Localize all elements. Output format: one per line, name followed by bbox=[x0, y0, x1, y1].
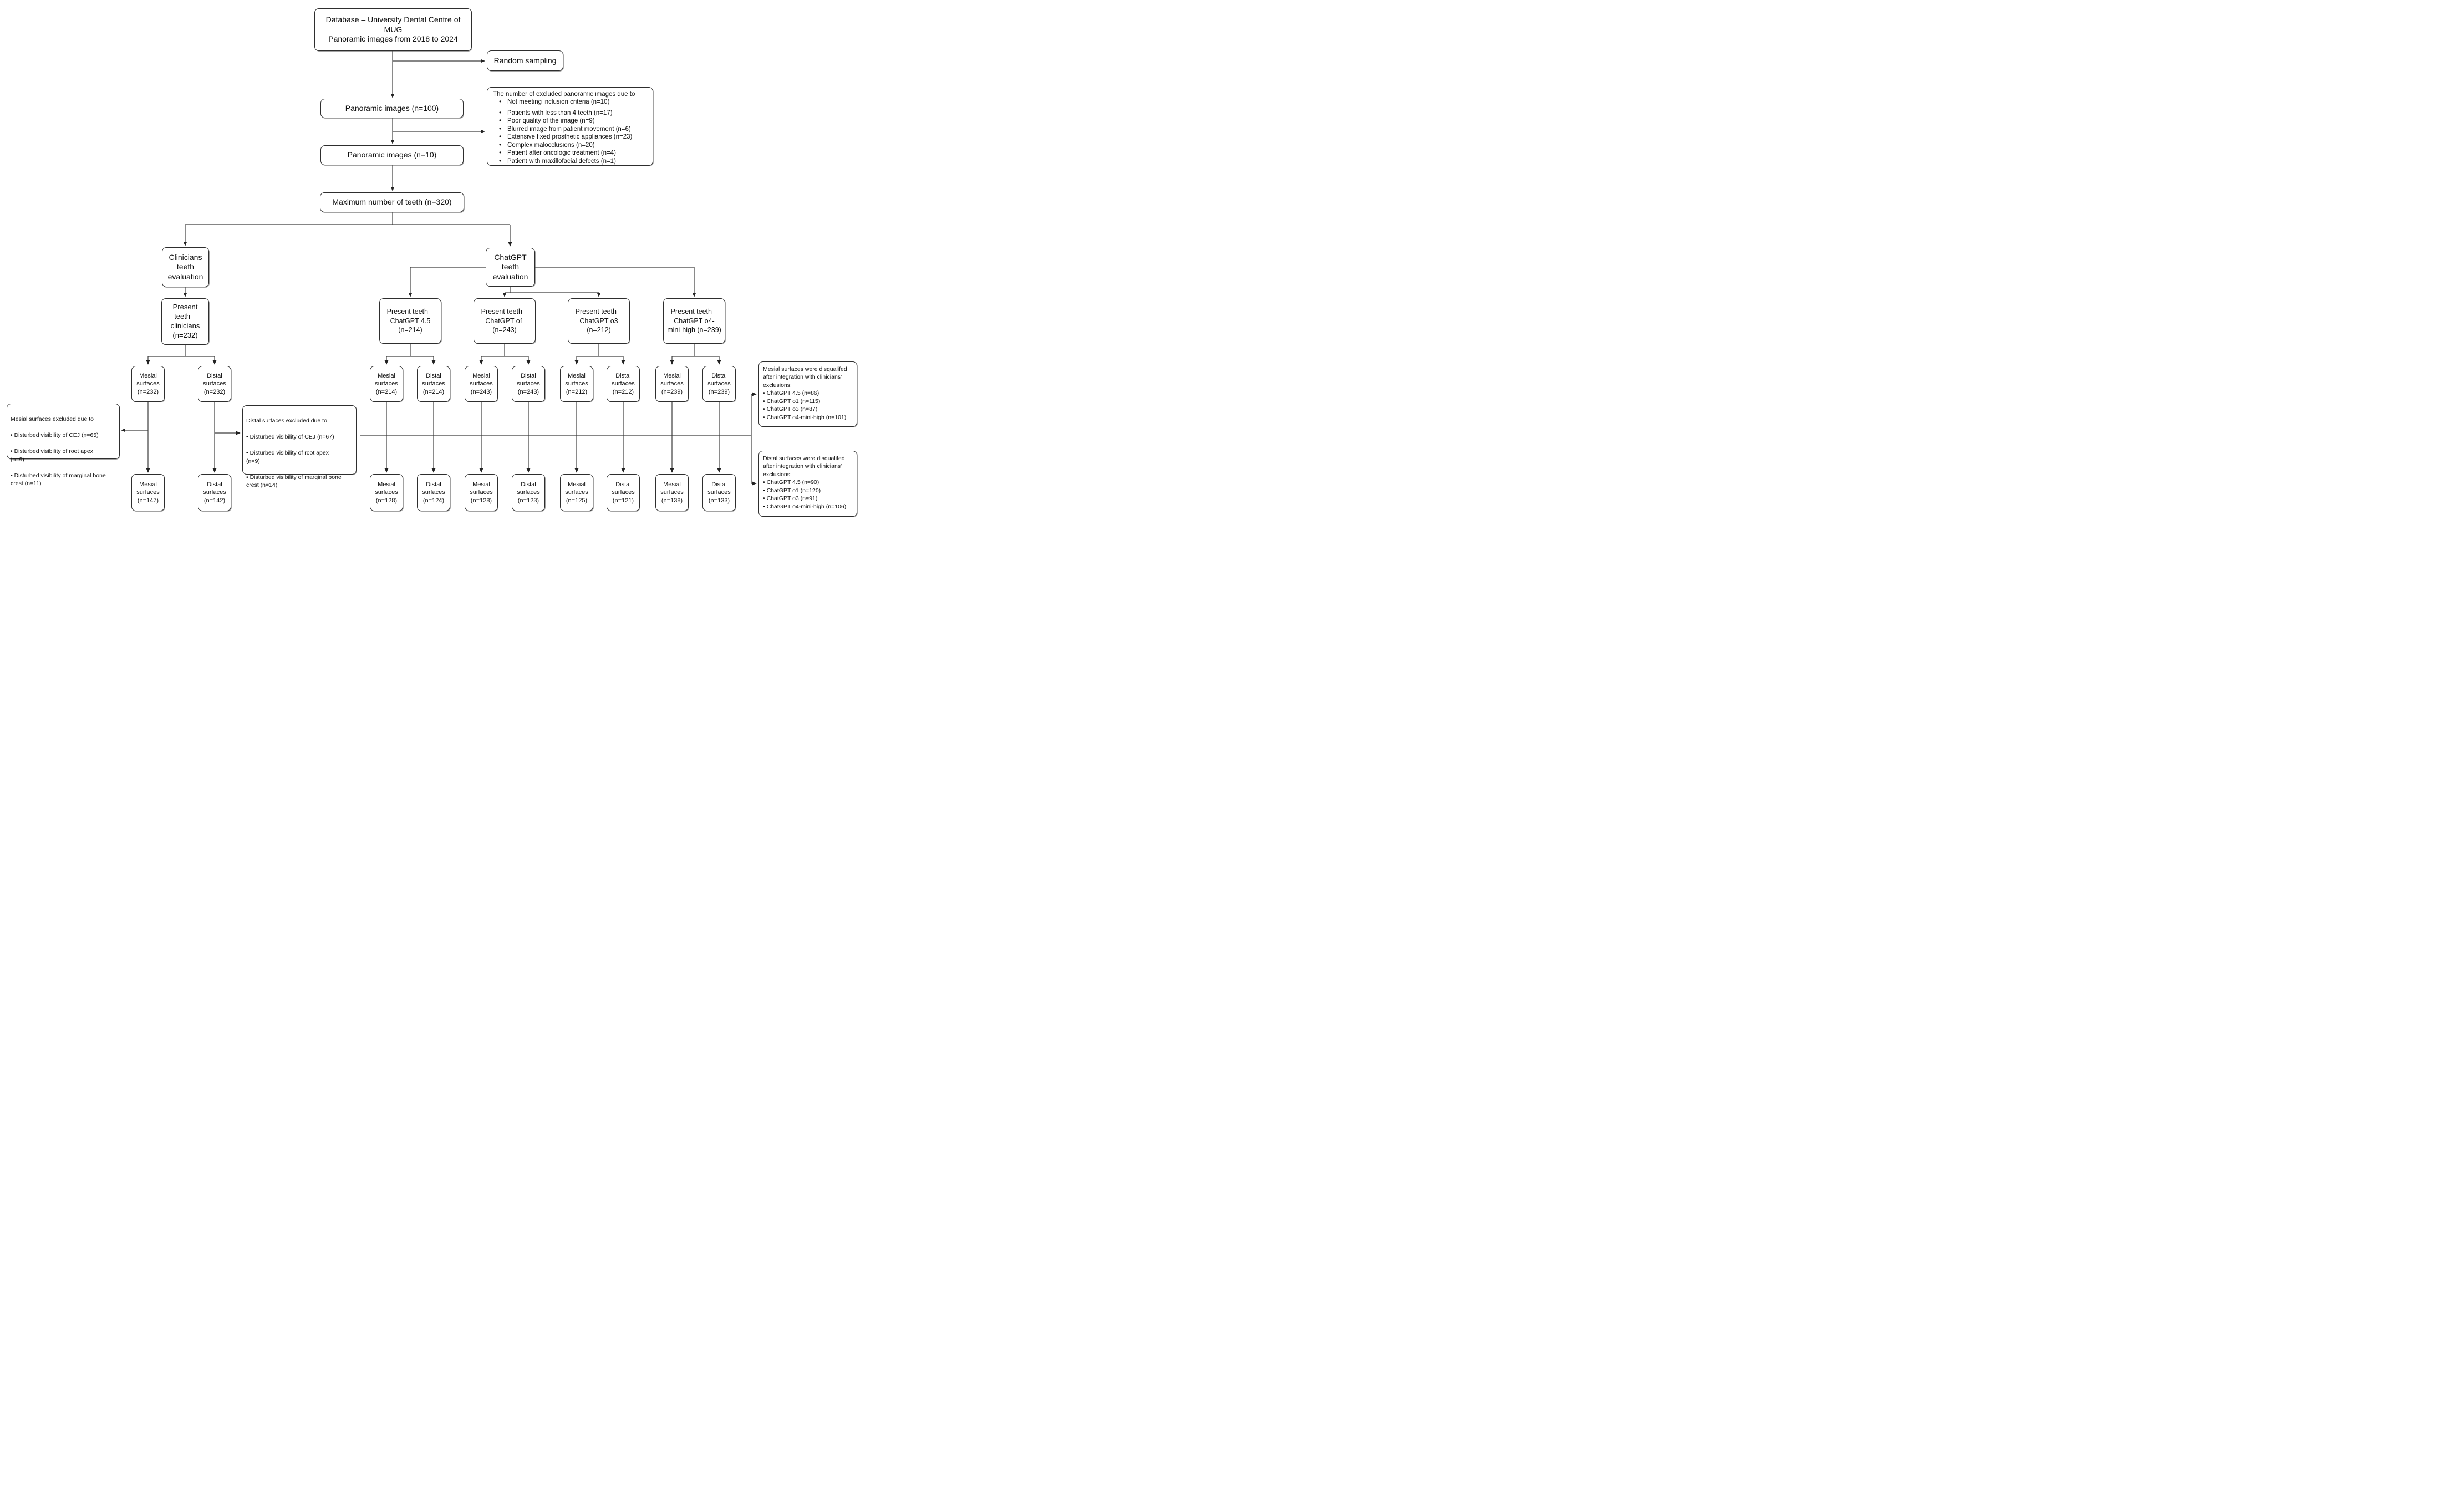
chatgpt-o4-distal-final-box: Distal surfaces (n=133) bbox=[702, 474, 736, 511]
distal-disqualified-item: ChatGPT o1 (n=120) bbox=[763, 487, 853, 495]
mesial-excluded-header: Mesial surfaces excluded due to bbox=[11, 416, 94, 423]
distal-disqualified-item: ChatGPT o3 (n=91) bbox=[763, 495, 853, 502]
distal-excluded-item: Disturbed visibility of CEJ (n=67) bbox=[246, 433, 353, 441]
present-teeth-chatgpt45-box: Present teeth – ChatGPT 4.5 (n=214) bbox=[379, 298, 441, 344]
mesial-disqualified-item: ChatGPT o1 (n=115) bbox=[763, 398, 853, 405]
excluded-item: Patient with maxillofacial defects (n=1) bbox=[493, 157, 647, 166]
mesial-disqualified-box: Mesial surfaces were disqualifed after i… bbox=[758, 361, 857, 427]
connector-model1-split bbox=[386, 344, 434, 357]
present-teeth-chatgpt-o3-box: Present teeth – ChatGPT o3 (n=212) bbox=[568, 298, 630, 344]
connector-maxteeth-split bbox=[185, 212, 510, 225]
excluded-item: Poor quality of the image (n=9) bbox=[493, 117, 647, 125]
clinicians-distal-surfaces-box: Distal surfaces (n=232) bbox=[198, 366, 231, 402]
clinicians-mesial-final-box: Mesial surfaces (n=147) bbox=[131, 474, 165, 511]
chatgpt45-mesial-final-box: Mesial surfaces (n=128) bbox=[370, 474, 403, 511]
flow-connectors bbox=[121, 51, 757, 486]
chatgpt-o3-distal-final-box: Distal surfaces (n=121) bbox=[607, 474, 640, 511]
connector-chatgpt-to-model4 bbox=[535, 267, 696, 297]
chatgpt-o3-mesial-surfaces-box: Mesial surfaces (n=212) bbox=[560, 366, 593, 402]
panoramic-images-100-box: Panoramic images (n=100) bbox=[320, 99, 464, 118]
distal-excluded-box: Distal surfaces excluded due to Disturbe… bbox=[242, 405, 357, 488]
chatgpt-o3-mesial-final-box: Mesial surfaces (n=125) bbox=[560, 474, 593, 511]
excluded-item: Extensive fixed prosthetic appliances (n… bbox=[493, 133, 647, 141]
mesial-disqualified-item: ChatGPT o3 (n=87) bbox=[763, 405, 853, 413]
mesial-excluded-box: Mesial surfaces excluded due to Disturbe… bbox=[7, 404, 120, 487]
random-sampling-box: Random sampling bbox=[487, 50, 563, 71]
connector-chatgpt-bottom-split bbox=[505, 287, 599, 293]
database-box: Database – University Dental Centre of M… bbox=[314, 8, 472, 51]
chatgpt-o1-distal-final-box: Distal surfaces (n=123) bbox=[512, 474, 545, 511]
distal-excluded-header: Distal surfaces excluded due to bbox=[246, 417, 327, 425]
connector-clinicians-present-split bbox=[148, 345, 215, 357]
mesial-disqualified-item: ChatGPT 4.5 (n=86) bbox=[763, 389, 853, 397]
chatgpt-o4-distal-surfaces-box: Distal surfaces (n=239) bbox=[702, 366, 736, 402]
clinicians-evaluation-box: Clinicians teeth evaluation bbox=[162, 247, 209, 287]
excluded-item: Blurred image from patient movement (n=6… bbox=[493, 125, 647, 134]
chatgpt45-distal-final-box: Distal surfaces (n=124) bbox=[417, 474, 450, 511]
chatgpt-o1-mesial-final-box: Mesial surfaces (n=128) bbox=[465, 474, 498, 511]
excluded-item: Patient after oncologic treatment (n=4) bbox=[493, 149, 647, 157]
present-teeth-chatgpt-o4-box: Present teeth – ChatGPT o4- mini-high (n… bbox=[663, 298, 725, 344]
mesial-disqualified-item: ChatGPT o4-mini-high (n=101) bbox=[763, 414, 853, 421]
chatgpt45-distal-surfaces-box: Distal surfaces (n=214) bbox=[417, 366, 450, 402]
connector-integration-line bbox=[360, 394, 752, 483]
chatgpt-o4-mesial-final-box: Mesial surfaces (n=138) bbox=[655, 474, 689, 511]
chatgpt-o4-mesial-surfaces-box: Mesial surfaces (n=239) bbox=[655, 366, 689, 402]
excluded-images-header: The number of excluded panoramic images … bbox=[493, 91, 635, 98]
present-teeth-clinicians-box: Present teeth – clinicians (n=232) bbox=[161, 298, 209, 345]
panoramic-images-10-box: Panoramic images (n=10) bbox=[320, 145, 464, 165]
clinicians-distal-final-box: Distal surfaces (n=142) bbox=[198, 474, 231, 511]
distal-disqualified-item: ChatGPT o4-mini-high (n=106) bbox=[763, 503, 853, 511]
connector-model3-split bbox=[577, 344, 623, 357]
study-flow-diagram: Database – University Dental Centre of M… bbox=[0, 0, 869, 525]
present-teeth-chatgpt-o1-box: Present teeth – ChatGPT o1 (n=243) bbox=[474, 298, 536, 344]
chatgpt-o1-distal-surfaces-box: Distal surfaces (n=243) bbox=[512, 366, 545, 402]
clinicians-mesial-surfaces-box: Mesial surfaces (n=232) bbox=[131, 366, 165, 402]
distal-disqualified-item: ChatGPT 4.5 (n=90) bbox=[763, 478, 853, 486]
excluded-item: Not meeting inclusion criteria (n=10) bbox=[493, 98, 647, 106]
chatgpt-evaluation-box: ChatGPT teeth evaluation bbox=[486, 248, 535, 287]
distal-disqualified-box: Distal surfaces were disqualifed after i… bbox=[758, 451, 857, 517]
excluded-item: Patients with less than 4 teeth (n=17) bbox=[493, 109, 647, 118]
distal-excluded-item: Disturbed visibility of root apex (n=9) bbox=[246, 449, 353, 465]
mesial-excluded-item: Disturbed visibility of root apex (n=9) bbox=[11, 447, 116, 463]
distal-excluded-item: Disturbed visibility of marginal bone cr… bbox=[246, 473, 353, 490]
chatgpt45-mesial-surfaces-box: Mesial surfaces (n=214) bbox=[370, 366, 403, 402]
max-teeth-box: Maximum number of teeth (n=320) bbox=[320, 192, 464, 212]
mesial-excluded-item: Disturbed visibility of CEJ (n=65) bbox=[11, 431, 116, 439]
excluded-item: Complex malocclusions (n=20) bbox=[493, 141, 647, 150]
connector-model4-split bbox=[672, 344, 719, 357]
chatgpt-o1-mesial-surfaces-box: Mesial surfaces (n=243) bbox=[465, 366, 498, 402]
mesial-excluded-item: Disturbed visibility of marginal bone cr… bbox=[11, 472, 116, 488]
excluded-panoramic-images-box: The number of excluded panoramic images … bbox=[487, 87, 653, 166]
connector-chatgpt-to-model1 bbox=[408, 267, 486, 297]
distal-disqualified-header: Distal surfaces were disqualifed after i… bbox=[763, 455, 845, 478]
mesial-disqualified-header: Mesial surfaces were disqualifed after i… bbox=[763, 366, 847, 389]
chatgpt-o3-distal-surfaces-box: Distal surfaces (n=212) bbox=[607, 366, 640, 402]
connector-model2-split bbox=[481, 344, 528, 357]
